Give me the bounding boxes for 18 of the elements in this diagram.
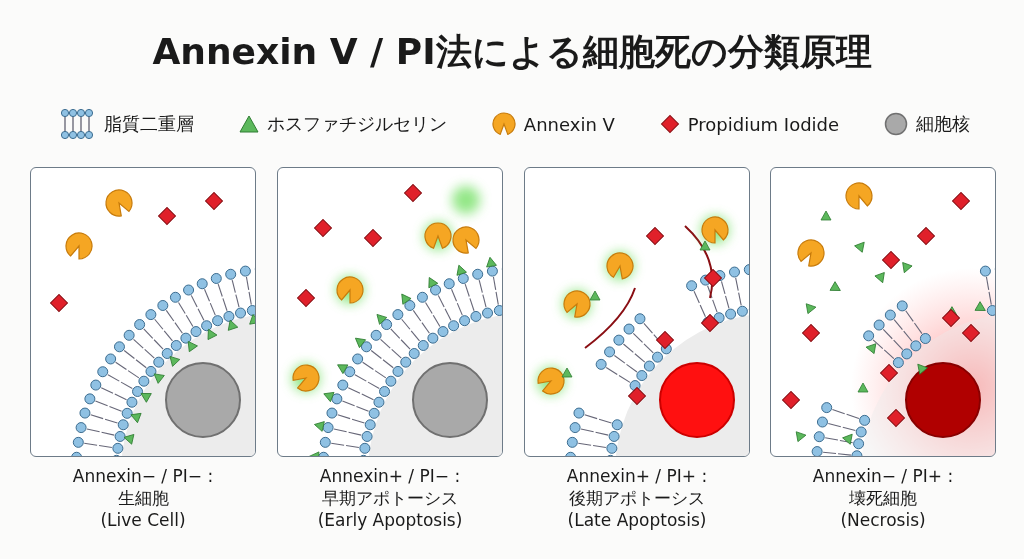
cell-state-translation: (Early Apoptosis): [317, 509, 463, 531]
legend-text: 細胞核: [916, 112, 970, 136]
legend-text: Propidium Iodide: [687, 113, 840, 135]
cell-state-translation: (Necrosis): [840, 509, 926, 531]
cell-state-label: 早期アポトーシス: [322, 487, 458, 509]
title: Annexin V / PI法による細胞死の分類原理: [151, 30, 873, 74]
cell-state-translation: (Late Apoptosis): [567, 509, 707, 531]
marker-status-label: Annexin− / PI+ :: [812, 465, 954, 487]
legend-text: 脂質二重層: [104, 112, 194, 136]
marker-status-label: Annexin+ / PI− :: [319, 465, 461, 487]
marker-status-label: Annexin− / PI− :: [72, 465, 214, 487]
marker-status-label: Annexin+ / PI+ :: [566, 465, 708, 487]
cell-state-label: 生細胞: [117, 487, 169, 509]
legend-text: ホスファチジルセリン: [266, 112, 447, 136]
cell-state-label: 後期アポトーシス: [569, 487, 705, 509]
cell-state-translation: (Live Cell): [100, 509, 186, 531]
legend-text: Annexin V: [523, 113, 615, 135]
cell-state-label: 壊死細胞: [849, 487, 917, 509]
